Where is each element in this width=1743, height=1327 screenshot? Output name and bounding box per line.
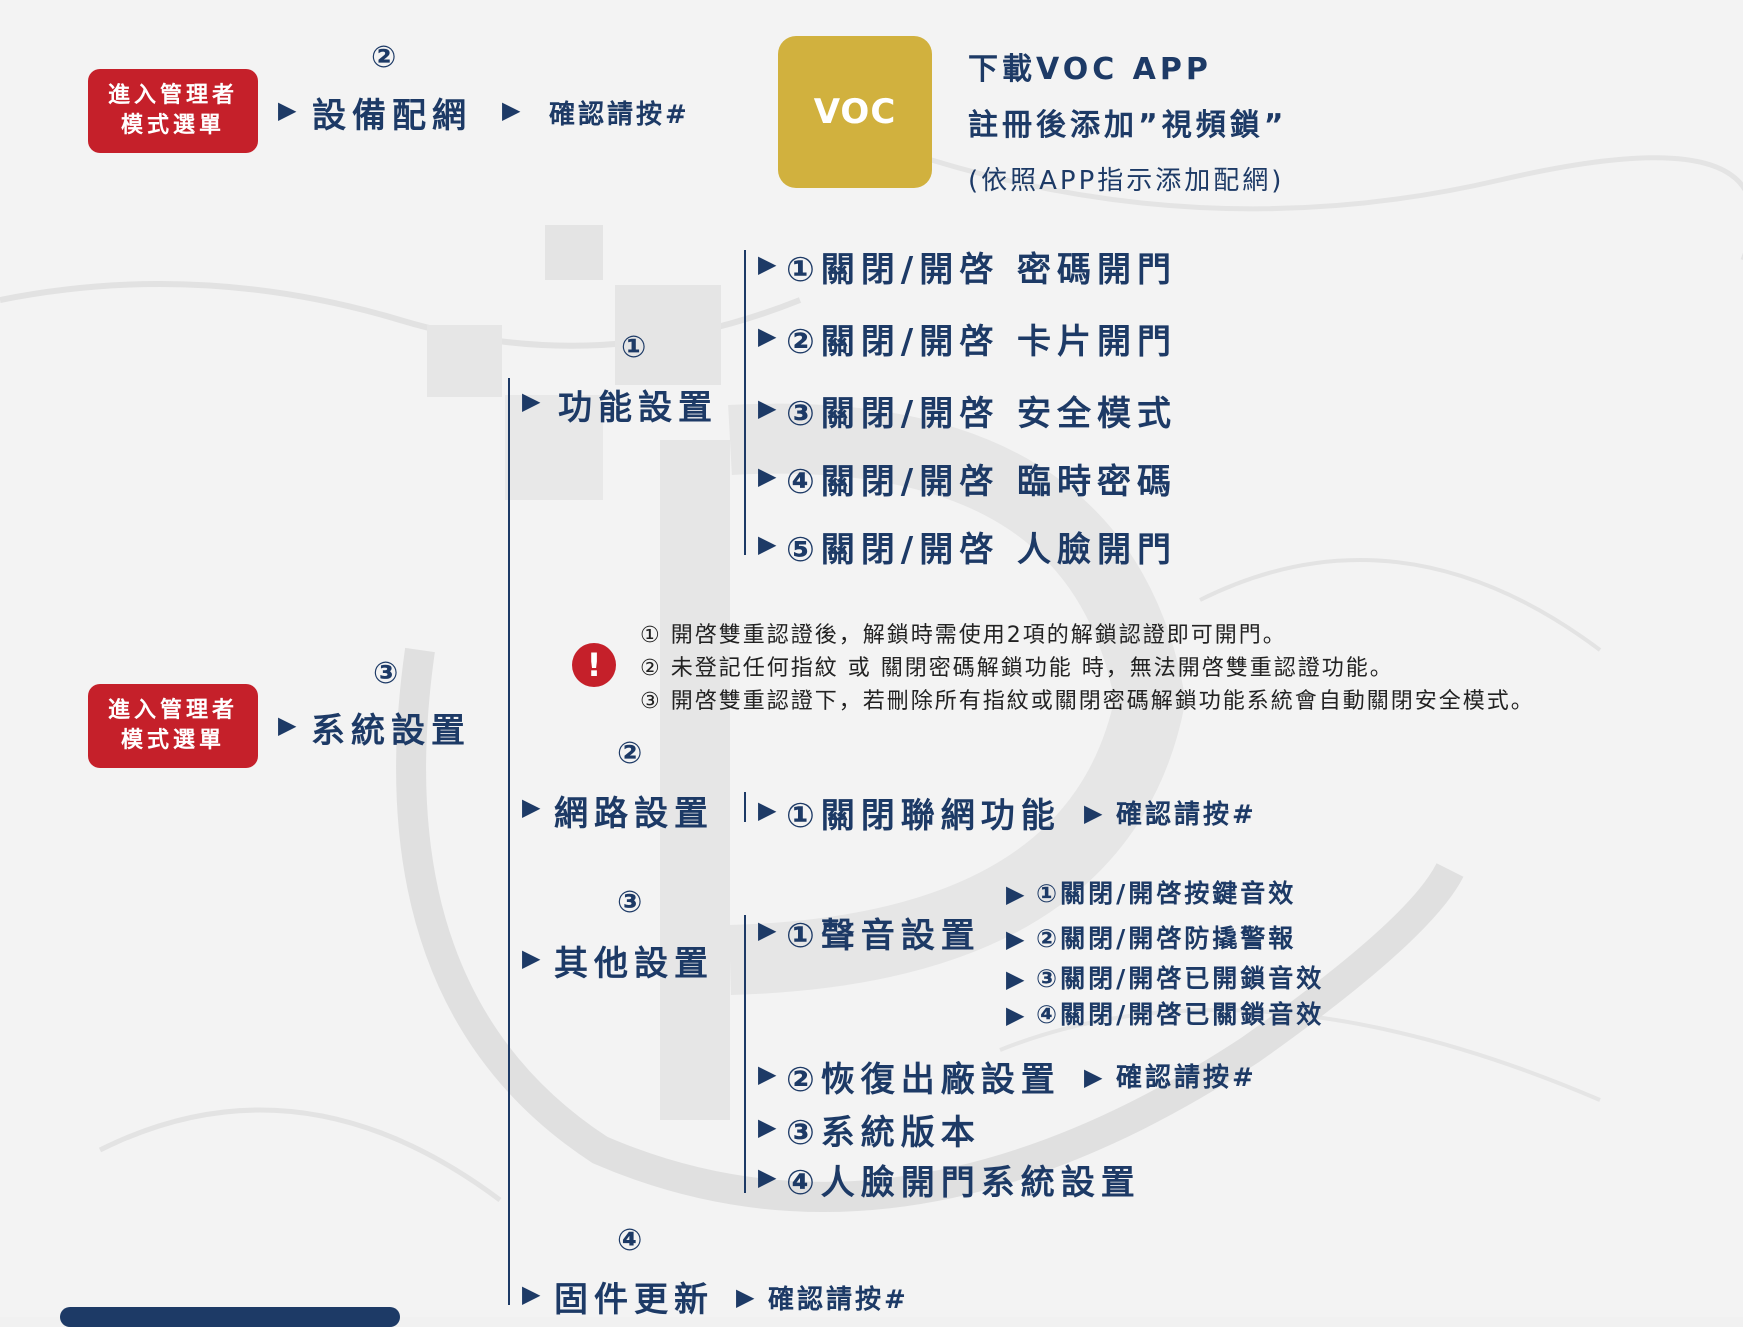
arrow-icon: ▶ (1006, 1001, 1025, 1029)
voc-app-logo: VOC (778, 36, 932, 188)
firmware-update-title: 固件更新 (554, 1280, 714, 1320)
arrow-icon: ▶ (278, 96, 297, 124)
confirm-text: 確認請按# (1116, 1063, 1257, 1093)
arrow-icon: ▶ (758, 796, 777, 824)
arrow-icon: ▶ (1084, 799, 1103, 827)
arrow-icon: ▶ (758, 322, 777, 350)
system-tree-line (508, 378, 510, 1305)
step-number: ③ (373, 656, 399, 691)
bottom-bar (60, 1307, 400, 1327)
step-number: ③ (617, 885, 643, 920)
step-number: ① (621, 330, 647, 365)
admin-menu-badge: 進入管理者 模式選單 (88, 684, 258, 768)
admin-menu-label-line2: 模式選單 (120, 728, 225, 753)
function-item: ⑤關閉/開啓 人臉開門 (786, 530, 1178, 570)
note-line: ② 未登記任何指紋 或 關閉密碼解鎖功能 時，無法開啓雙重認證功能。 (640, 656, 1394, 681)
arrow-icon: ▶ (1006, 925, 1025, 953)
arrow-icon: ▶ (736, 1283, 755, 1311)
confirm-text: 確認請按# (549, 100, 690, 130)
arrow-icon: ▶ (758, 530, 777, 558)
arrow-icon: ▶ (758, 394, 777, 422)
device-network-title: 設備配網 (312, 96, 472, 136)
warning-icon: ! (572, 643, 616, 687)
arrow-icon: ▶ (502, 96, 521, 124)
system-settings-title: 系統設置 (311, 711, 471, 751)
arrow-icon: ▶ (522, 387, 541, 415)
admin-menu-label-line1: 進入管理者 (107, 83, 238, 108)
voc-instruction-line: (依照APP指示添加配網) (968, 166, 1285, 196)
step-number: ② (617, 736, 643, 771)
function-item: ④關閉/開啓 臨時密碼 (786, 462, 1178, 502)
arrow-icon: ▶ (758, 916, 777, 944)
function-items-bracket (744, 250, 746, 555)
other-bracket (744, 915, 746, 1193)
arrow-icon: ▶ (522, 1280, 541, 1308)
note-line: ③ 開啓雙重認證下，若刪除所有指紋或關閉密碼解鎖功能系統會自動關閉安全模式。 (640, 689, 1535, 714)
confirm-text: 確認請按# (1116, 800, 1257, 830)
arrow-icon: ▶ (758, 462, 777, 490)
function-settings-title: 功能設置 (558, 388, 718, 428)
voc-register-line: 註冊後添加”視頻鎖” (968, 108, 1288, 143)
system-version-item: ③系統版本 (786, 1113, 981, 1153)
sound-item: ①關閉/開啓按鍵音效 (1036, 879, 1297, 908)
function-item: ①關閉/開啓 密碼開門 (786, 250, 1178, 290)
arrow-icon: ▶ (1006, 965, 1025, 993)
sound-item: ②關閉/開啓防撬警報 (1036, 924, 1297, 953)
arrow-icon: ▶ (522, 944, 541, 972)
arrow-icon: ▶ (1006, 880, 1025, 908)
sound-settings-title: ①聲音設置 (786, 916, 981, 956)
arrow-icon: ▶ (758, 1060, 777, 1088)
note-line: ① 開啓雙重認證後，解鎖時需使用2項的解鎖認證即可開門。 (640, 623, 1287, 648)
arrow-icon: ▶ (278, 711, 297, 739)
arrow-icon: ▶ (758, 250, 777, 278)
arrow-icon: ▶ (758, 1113, 777, 1141)
admin-menu-badge: 進入管理者 模式選單 (88, 69, 258, 153)
arrow-icon: ▶ (758, 1163, 777, 1191)
arrow-icon: ▶ (1084, 1063, 1103, 1091)
admin-menu-label-line2: 模式選單 (120, 113, 225, 138)
function-item: ③關閉/開啓 安全模式 (786, 394, 1178, 434)
network-bracket (744, 792, 746, 822)
admin-menu-label-line1: 進入管理者 (107, 698, 238, 723)
network-settings-title: 網路設置 (554, 794, 714, 834)
sound-item: ③關閉/開啓已開鎖音效 (1036, 964, 1325, 993)
factory-reset-item: ②恢復出廠設置 (786, 1060, 1061, 1100)
function-item: ②關閉/開啓 卡片開門 (786, 322, 1178, 362)
voc-download-line: 下載VOC APP (968, 52, 1212, 87)
confirm-text: 確認請按# (768, 1285, 909, 1315)
arrow-icon: ▶ (522, 793, 541, 821)
other-settings-title: 其他設置 (554, 944, 714, 984)
sound-item: ④關閉/開啓已關鎖音效 (1036, 1000, 1325, 1029)
disable-network-item: ①關閉聯網功能 (786, 796, 1061, 836)
step-number: ④ (617, 1223, 643, 1258)
step-number: ② (371, 40, 397, 75)
face-system-item: ④人臉開門系統設置 (786, 1163, 1141, 1203)
